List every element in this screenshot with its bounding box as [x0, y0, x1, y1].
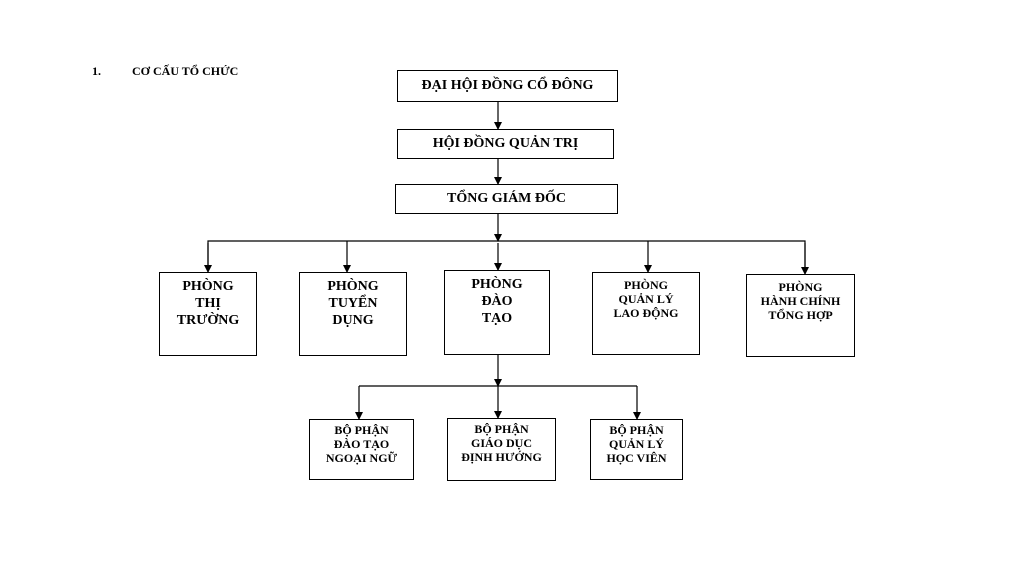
node-line: BỘ PHẬN: [609, 423, 664, 437]
node-line: LAO ĐỘNG: [613, 305, 679, 320]
node-dept-recruitment: PHÒNG TUYỂN DỤNG: [299, 272, 407, 356]
node-line: NGOẠI NGỮ: [325, 450, 398, 465]
node-general-director: TỔNG GIÁM ĐỐC: [395, 184, 618, 214]
node-line: GIÁO DỤC: [470, 435, 532, 450]
node-line: ĐỊNH HƯỚNG: [461, 449, 542, 464]
node-line: THỊ: [195, 295, 221, 311]
node-label: ĐẠI HỘI ĐỒNG CỔ ĐÔNG: [421, 77, 594, 93]
node-unit-orientation-education: BỘ PHẬN GIÁO DỤC ĐỊNH HƯỚNG: [447, 418, 556, 481]
node-line: TẠO: [481, 310, 513, 326]
node-dept-labor-management: PHÒNG QUẢN LÝ LAO ĐỘNG: [592, 272, 700, 355]
section-heading: 1. CƠ CẤU TỔ CHỨC: [92, 64, 238, 79]
node-line: TRƯỜNG: [176, 312, 240, 328]
node-line: PHÒNG: [624, 278, 668, 292]
node-line: PHÒNG: [182, 279, 234, 294]
node-dept-training: PHÒNG ĐÀO TẠO: [444, 270, 550, 355]
node-line: PHÒNG: [778, 280, 823, 294]
node-line: PHÒNG: [327, 279, 379, 294]
node-board-of-directors: HỘI ĐỒNG QUẢN TRỊ: [397, 129, 614, 159]
node-dept-market: PHÒNG THỊ TRƯỜNG: [159, 272, 257, 356]
node-line: ĐÀO TẠO: [333, 436, 390, 451]
branch-bar-departments: [207, 240, 806, 271]
node-label: HỘI ĐỒNG QUẢN TRỊ: [432, 135, 579, 151]
node-line: HÀNH CHÍNH: [760, 293, 841, 308]
node-unit-foreign-language: BỘ PHẬN ĐÀO TẠO NGOẠI NGỮ: [309, 419, 414, 480]
section-title: CƠ CẤU TỔ CHỨC: [132, 64, 239, 78]
node-line: PHÒNG: [471, 277, 523, 292]
node-line: HỌC VIÊN: [606, 450, 667, 465]
node-line: TỔNG HỢP: [768, 307, 833, 322]
node-label: TỔNG GIÁM ĐỐC: [447, 190, 566, 206]
node-line: QUẢN LÝ: [618, 291, 674, 306]
node-dept-general-admin: PHÒNG HÀNH CHÍNH TỔNG HỢP: [746, 274, 855, 357]
node-line: BỘ PHẬN: [334, 423, 389, 437]
node-shareholders-meeting: ĐẠI HỘI ĐỒNG CỔ ĐÔNG: [397, 70, 618, 102]
node-line: ĐÀO: [481, 293, 513, 309]
node-line: DỤNG: [332, 312, 374, 328]
section-number: 1.: [92, 64, 101, 78]
node-unit-trainee-management: BỘ PHẬN QUẢN LÝ HỌC VIÊN: [590, 419, 683, 480]
node-line: TUYỂN: [328, 295, 378, 311]
node-line: BỘ PHẬN: [474, 422, 529, 436]
node-line: QUẢN LÝ: [608, 436, 664, 451]
